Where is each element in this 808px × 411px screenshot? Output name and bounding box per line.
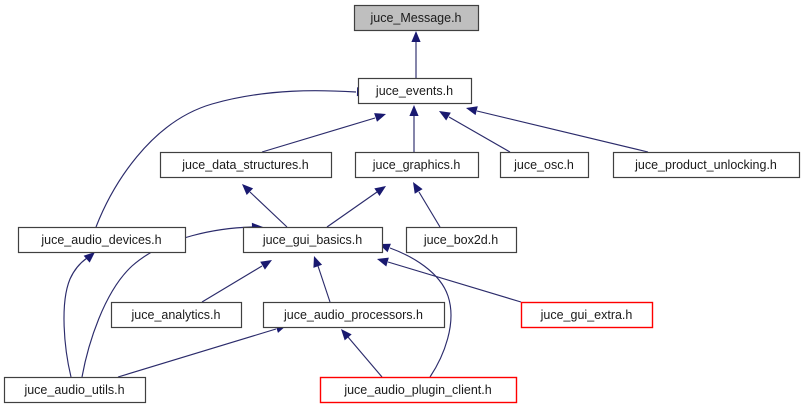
node-box[interactable] [499,151,590,179]
node-box[interactable] [242,226,384,254]
node-box2d[interactable]: juce_box2d.h [405,226,518,254]
edge-arrowhead [466,106,478,116]
edge-arrowhead [341,329,352,341]
edge-arrowhead [377,257,389,267]
edge-line [63,257,88,378]
node-box[interactable] [17,226,187,254]
edge-arrowhead [313,256,323,268]
edge-audio_processors-to-gui_basics [313,256,331,303]
node-box[interactable] [319,376,518,404]
edge-osc-to-events [439,111,511,153]
node-audio_plugin_client[interactable]: juce_audio_plugin_client.h [319,376,518,404]
edge-product_unlocking-to-events [466,106,649,153]
edge-arrowhead [260,260,272,270]
node-osc[interactable]: juce_osc.h [499,151,590,179]
edge-arrowhead [242,184,254,195]
edge-gui_extra-to-gui_basics [377,257,522,303]
edge-box2d-to-graphics [413,182,441,228]
edge-arrowhead [409,105,419,116]
node-box[interactable] [405,226,518,254]
edge-line [249,191,288,228]
edge-arrowhead [374,113,386,122]
edge-audio_plugin_client-to-audio_processors [341,329,383,378]
node-gui_extra[interactable]: juce_gui_extra.h [520,301,654,329]
edge-line [476,110,649,153]
node-box[interactable] [262,301,446,329]
nodes-layer: juce_Message.h juce_events.h juce_data_str… [3,4,801,404]
edge-gui_basics-to-graphics [326,186,386,228]
edge-line [117,328,277,378]
edge-line [81,226,253,378]
node-gui_basics[interactable]: juce_gui_basics.h [242,226,384,254]
node-box[interactable] [353,4,480,32]
edge-line [326,191,378,228]
node-data_structures[interactable]: juce_data_structures.h [159,151,333,179]
edge-events-to-message [411,31,421,78]
edge-graphics-to-events [409,105,419,152]
edge-line [317,265,331,303]
node-box[interactable] [354,151,480,179]
edge-line [389,247,452,378]
edge-arrowhead [83,252,95,263]
edge-line [418,191,441,228]
edge-arrowhead [413,182,423,194]
node-box[interactable] [357,77,473,105]
edge-line [95,90,357,228]
edge-line [347,336,383,378]
edge-arrowhead [439,111,451,121]
edge-gui_basics-to-data_structures [242,184,288,228]
node-message[interactable]: juce_Message.h [353,4,480,32]
edge-data_structures-to-events [261,113,386,153]
edge-audio_utils-to-audio_processors [117,324,287,378]
node-graphics[interactable]: juce_graphics.h [354,151,480,179]
edge-line [387,261,522,303]
node-box[interactable] [3,376,147,404]
node-audio_devices[interactable]: juce_audio_devices.h [17,226,187,254]
node-audio_utils[interactable]: juce_audio_utils.h [3,376,147,404]
node-audio_processors[interactable]: juce_audio_processors.h [262,301,446,329]
node-box[interactable] [520,301,654,329]
node-product_unlocking[interactable]: juce_product_unlocking.h [612,151,801,179]
edge-line [261,117,376,153]
node-box[interactable] [110,301,243,329]
edge-line [448,116,511,153]
edge-line [201,265,263,303]
node-events[interactable]: juce_events.h [357,77,473,105]
edge-audio_utils-to-audio_devices [63,252,95,378]
edge-analytics-to-gui_basics [201,260,272,303]
node-box[interactable] [159,151,333,179]
node-box[interactable] [612,151,801,179]
node-analytics[interactable]: juce_analytics.h [110,301,243,329]
edge-arrowhead [411,31,421,42]
edge-arrowhead [374,186,386,197]
